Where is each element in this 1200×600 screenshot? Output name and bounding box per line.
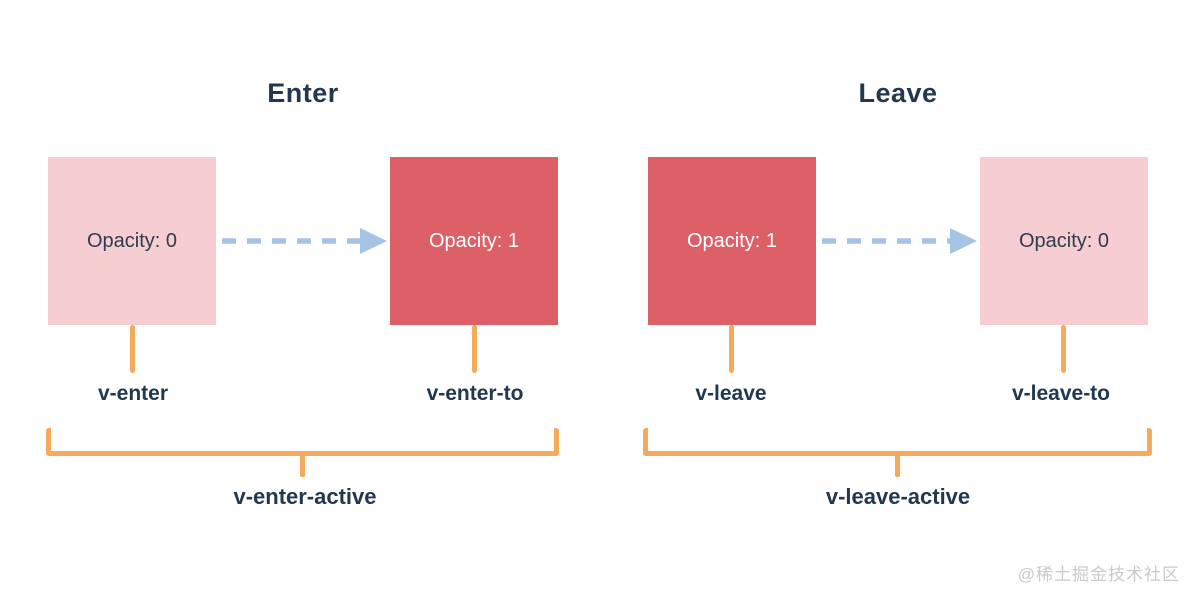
leave-active-class-label: v-leave-active — [825, 484, 971, 509]
leave-active-bracket-stem — [895, 454, 900, 477]
leave-from-state-label: Opacity: 1 — [686, 229, 778, 252]
leave-to-connector-line — [1061, 325, 1066, 373]
leave-transition-arrow-icon — [822, 228, 977, 254]
leave-from-connector-line — [729, 325, 734, 373]
enter-from-connector-line — [130, 325, 135, 373]
leave-to-class-label: v-leave-to — [1011, 382, 1111, 405]
enter-from-state-box: Opacity: 0 — [48, 157, 216, 325]
enter-transition-arrow-icon — [222, 228, 387, 254]
site-watermark: @稀土掘金技术社区 — [1017, 565, 1180, 584]
leave-class-label: v-leave — [695, 382, 767, 405]
enter-to-connector-line — [472, 325, 477, 373]
enter-active-bracket-stem — [300, 454, 305, 477]
leave-from-state-box: Opacity: 1 — [648, 157, 816, 325]
enter-active-class-label: v-enter-active — [233, 484, 377, 509]
enter-class-label: v-enter — [97, 382, 169, 405]
enter-from-state-label: Opacity: 0 — [86, 229, 178, 252]
enter-title: Enter — [267, 78, 339, 108]
enter-active-bracket — [46, 428, 559, 456]
enter-to-state-box: Opacity: 1 — [390, 157, 558, 325]
enter-to-class-label: v-enter-to — [426, 382, 524, 405]
leave-to-state-label: Opacity: 0 — [1018, 229, 1110, 252]
leave-active-bracket — [643, 428, 1152, 456]
leave-title: Leave — [858, 78, 938, 108]
enter-to-state-label: Opacity: 1 — [428, 229, 520, 252]
leave-to-state-box: Opacity: 0 — [980, 157, 1148, 325]
